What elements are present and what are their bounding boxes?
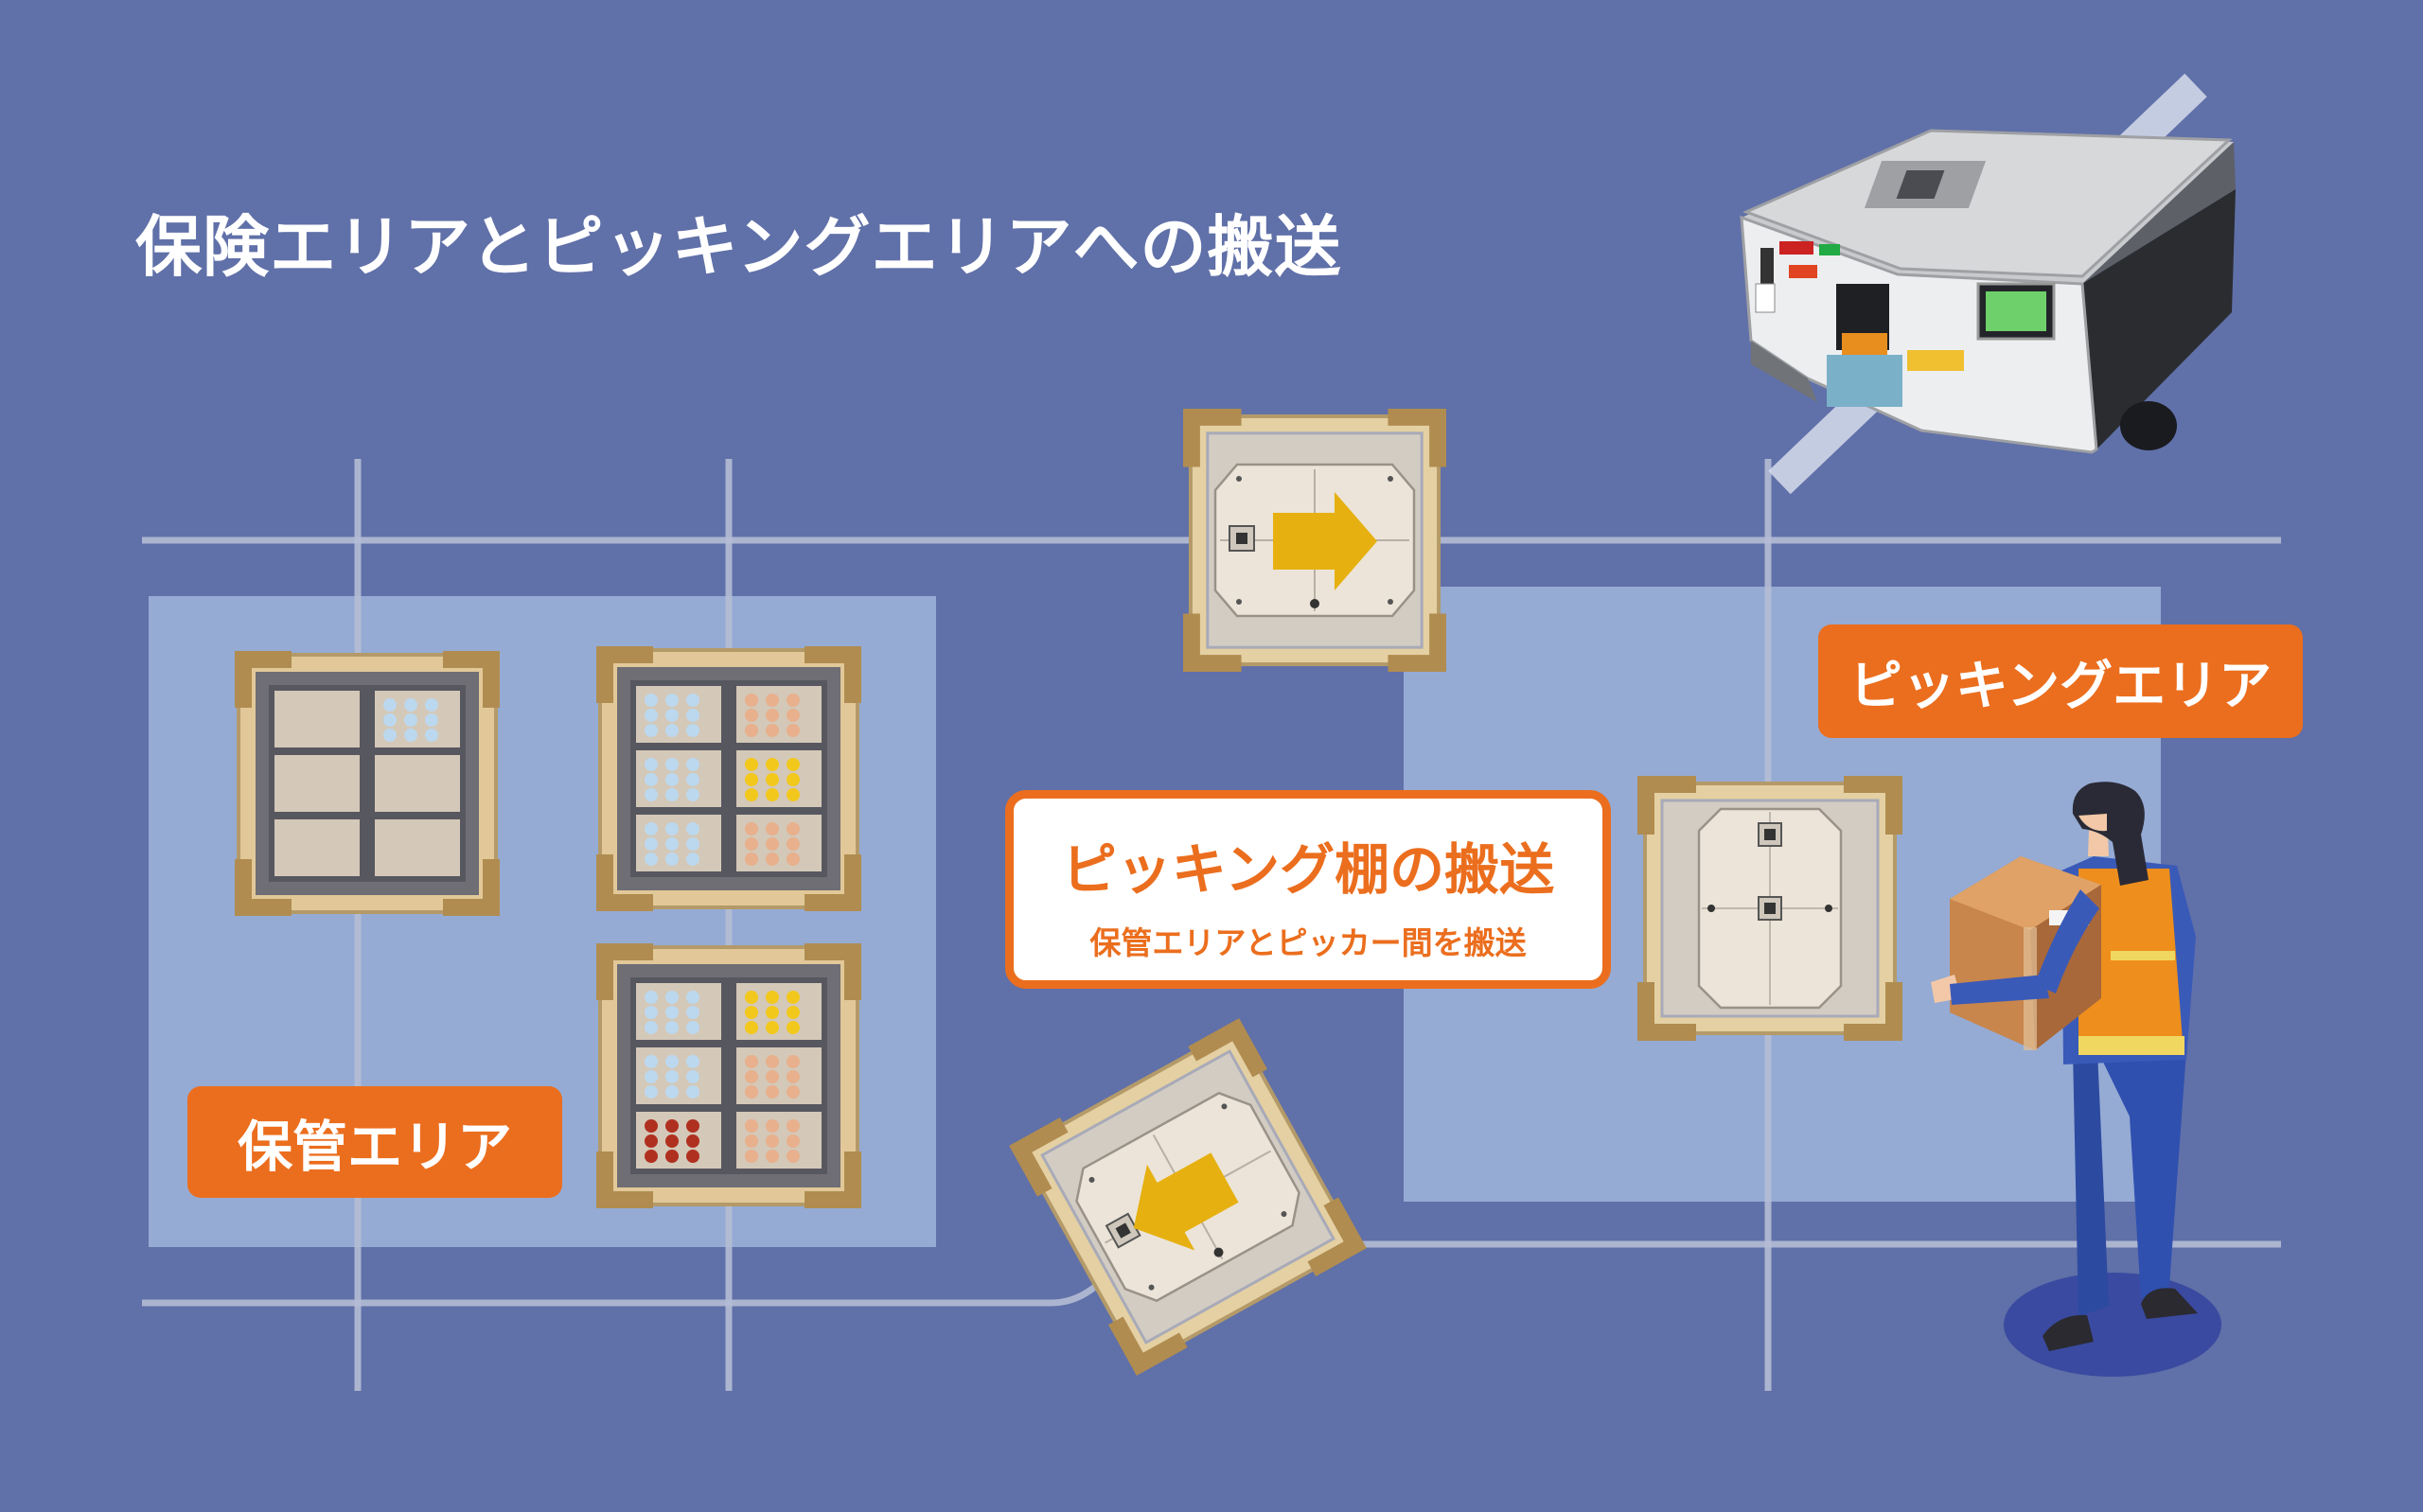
agv-moving-right: [1183, 409, 1446, 672]
page-title: 保険エリアとピッキングエリアへの搬送: [135, 208, 1342, 286]
storage-shelf-3: [596, 943, 861, 1208]
agv-at-picking-station: [1637, 776, 1902, 1041]
worker-with-box-illustration: [1931, 782, 2221, 1377]
agv-robot-photo: [1740, 129, 2236, 454]
callout-box: ピッキング棚の搬送 保管エリアとピッカー間を搬送: [1005, 790, 1611, 989]
storage-shelf-1: [235, 651, 500, 916]
callout-subtitle: 保管エリアとピッカー間を搬送: [1089, 924, 1527, 961]
callout-title: ピッキング棚の搬送: [1061, 837, 1555, 902]
arrow-right-icon: [1273, 492, 1377, 590]
picking-area-label: ピッキングエリア: [1818, 624, 2303, 738]
agv-moving-left: [1009, 1018, 1367, 1376]
storage-area-label-text: 保管エリア: [237, 1115, 512, 1179]
picking-area-label-text: ピッキングエリア: [1848, 655, 2273, 717]
storage-area-label: 保管エリア: [187, 1086, 562, 1198]
arrow-left-icon: [1133, 1152, 1239, 1251]
storage-shelf-2: [596, 646, 861, 911]
